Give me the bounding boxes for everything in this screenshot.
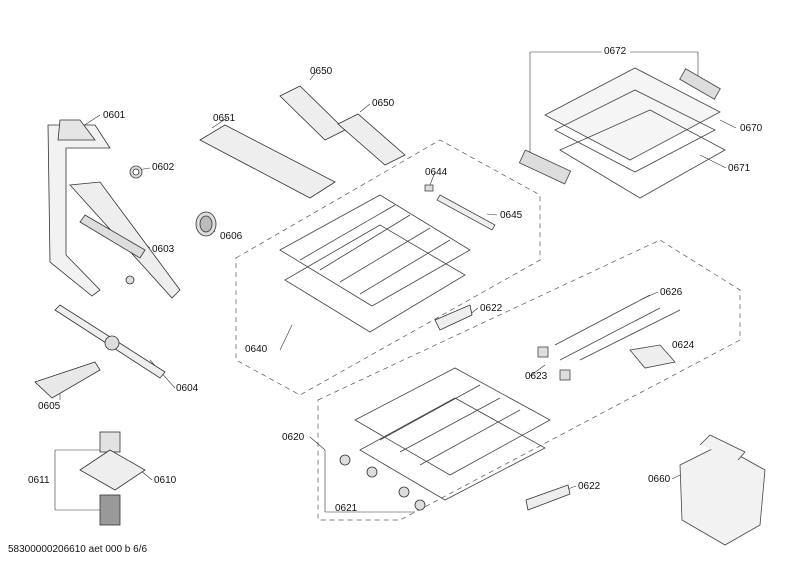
filter-disc [195,211,217,237]
part-label-0623: 0623 [525,371,548,382]
part-label-0651: 0651 [213,113,236,124]
part-label-0645: 0645 [500,210,523,221]
part-label-0601: 0601 [103,110,126,121]
part-label-0660: 0660 [648,474,671,485]
part-label-0611: 0611 [28,475,50,486]
hub-nut-part [129,165,143,179]
spray-deflector [34,361,101,399]
part-label-0622-upper: 0622 [480,303,503,314]
cutlery-holders [199,85,406,199]
part-label-0640: 0640 [245,344,268,355]
filter-assembly [79,431,146,526]
part-label-0622-lower: 0622 [578,481,601,492]
part-label-0626: 0626 [660,287,683,298]
part-label-0603: 0603 [152,244,175,255]
part-label-0606: 0606 [220,231,243,242]
upper-spray-arm [69,181,181,299]
lower-spray-arm [54,304,166,379]
spray-arm-column [47,119,111,297]
part-label-0672: 0672 [604,46,627,57]
folding-tines [537,294,681,381]
part-label-0650-a: 0650 [310,66,333,77]
part-label-0624: 0624 [672,340,695,351]
part-label-0620: 0620 [282,432,305,443]
cutlery-basket [679,434,766,546]
part-label-0605: 0605 [38,401,61,412]
part-label-0602: 0602 [152,162,175,173]
part-label-0604: 0604 [176,383,199,394]
part-label-0670: 0670 [740,123,763,134]
part-label-0650-b: 0650 [372,98,395,109]
part-label-0621: 0621 [335,503,358,514]
third-rack [518,67,726,199]
part-label-0671: 0671 [728,163,751,174]
upper-rack-group-outline [235,139,541,396]
part-label-0644: 0644 [425,167,448,178]
rack-wheels [339,454,426,511]
rack-handles [434,304,571,511]
upper-rack [279,194,471,333]
rack-rails [424,184,496,231]
document-footer-code: 58300000206610 aet 000 b 6/6 [8,544,148,555]
part-label-0610: 0610 [154,475,177,486]
lower-rack [354,367,551,501]
